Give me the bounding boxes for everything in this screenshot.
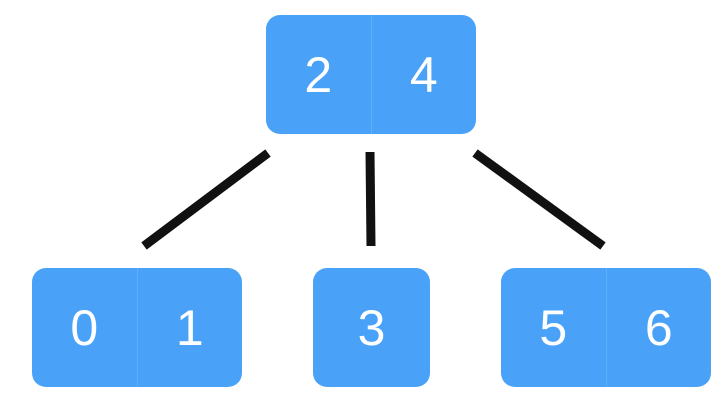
root-node: 2 4 [266,15,476,134]
edge-root-to-left-child [141,149,271,250]
right-child-node: 5 6 [501,268,711,387]
left-child-key-2: 1 [136,268,243,387]
middle-child-node: 3 [313,268,430,387]
right-child-key-2: 6 [605,268,712,387]
right-child-key-1: 5 [539,299,568,356]
root-key-1: 2 [304,46,333,103]
left-child-key-1: 0 [70,299,99,356]
edge-root-to-middle-child [365,151,376,247]
middle-child-key-1: 3 [357,299,386,356]
root-key-2: 4 [370,15,477,134]
edge-root-to-right-child [472,149,606,250]
left-child-node: 0 1 [32,268,242,387]
